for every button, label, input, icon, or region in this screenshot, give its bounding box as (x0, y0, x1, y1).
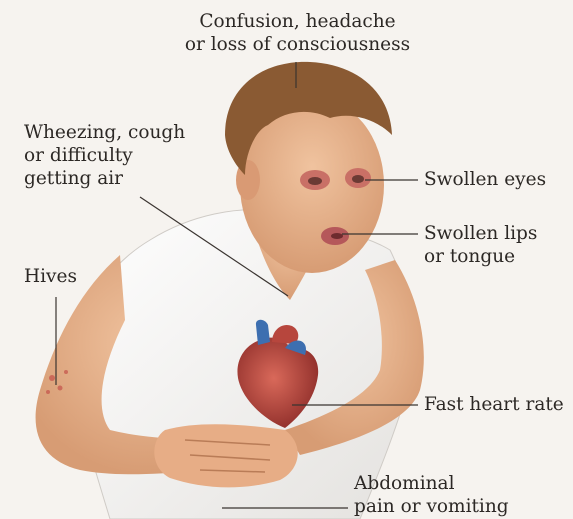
label-swollen-lips-line2: or tongue (424, 245, 537, 268)
label-hives: Hives (24, 265, 77, 288)
label-wheezing-line3: getting air (24, 167, 185, 190)
label-heart-rate-line1: Fast heart rate (424, 393, 564, 416)
label-swollen-lips: Swollen lips or tongue (424, 222, 537, 268)
label-wheezing-line1: Wheezing, cough (24, 121, 185, 144)
label-confusion-line1: Confusion, headache (155, 10, 440, 33)
label-abdominal-line2: pain or vomiting (354, 495, 509, 518)
label-confusion-line2: or loss of consciousness (155, 33, 440, 56)
hands (154, 424, 297, 487)
label-hives-line1: Hives (24, 265, 77, 288)
label-swollen-eyes-line1: Swollen eyes (424, 168, 546, 191)
label-wheezing-line2: or difficulty (24, 144, 185, 167)
label-swollen-eyes: Swollen eyes (424, 168, 546, 191)
label-abdominal: Abdominal pain or vomiting (354, 472, 509, 518)
label-abdominal-line1: Abdominal (354, 472, 509, 495)
label-confusion: Confusion, headache or loss of conscious… (155, 10, 440, 56)
label-heart-rate: Fast heart rate (424, 393, 564, 416)
label-swollen-lips-line1: Swollen lips (424, 222, 537, 245)
label-wheezing: Wheezing, cough or difficulty getting ai… (24, 121, 185, 190)
